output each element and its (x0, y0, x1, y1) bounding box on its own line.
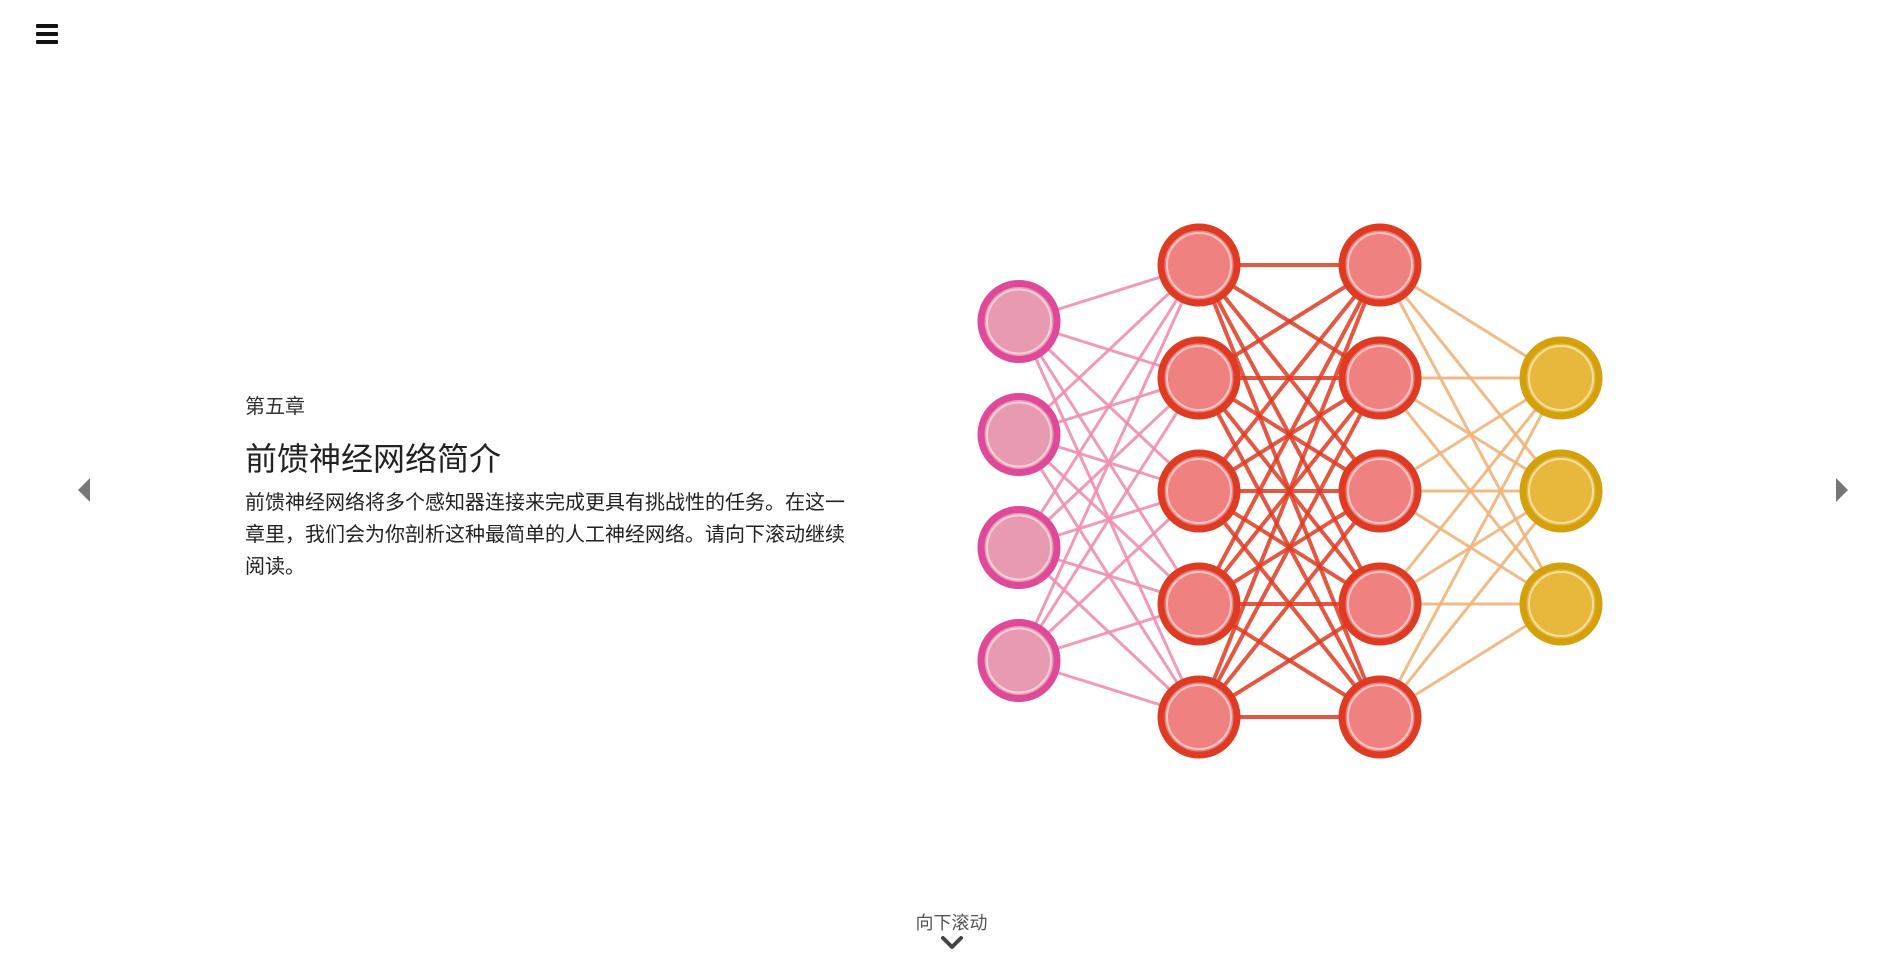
node-inner-ring (1166, 684, 1232, 750)
chapter-description: 前馈神经网络将多个感知器连接来完成更具有挑战性的任务。在这一章里，我们会为你剖析… (245, 490, 845, 578)
network-edge (1197, 489, 1382, 719)
hidden-node (1157, 449, 1241, 533)
network-edge (1017, 264, 1201, 549)
input-node (977, 280, 1061, 363)
hidden-node (1157, 223, 1241, 307)
hidden-node (1338, 562, 1422, 646)
node-inner-ring (1166, 345, 1232, 411)
network-edge (1197, 377, 1382, 718)
node-inner-ring (1166, 571, 1232, 637)
node-inner-ring (1166, 232, 1232, 298)
next-slide-button[interactable] (1836, 478, 1848, 502)
hidden-node (1157, 562, 1241, 646)
hidden-node (1338, 336, 1422, 420)
hidden-node (1338, 449, 1422, 533)
node-inner-ring (986, 514, 1052, 581)
hidden-node (1157, 675, 1241, 759)
chapter-intro: 第五章 前馈神经网络简介 前馈神经网络将多个感知器连接来完成更具有挑战性的任务。… (245, 392, 865, 582)
scroll-down-label: 向下滚动 (915, 913, 988, 934)
hidden-node (1338, 223, 1422, 307)
node-inner-ring (1528, 345, 1594, 411)
network-edge (1017, 377, 1201, 662)
node-inner-ring (986, 401, 1052, 468)
chapter-label: 第五章 (245, 394, 305, 418)
network-edge (1197, 263, 1382, 493)
hamburger-menu-icon (36, 24, 58, 28)
node-inner-ring (1166, 458, 1232, 524)
network-edge (1378, 490, 1563, 718)
chevron-down-icon (940, 936, 963, 949)
output-node (1519, 449, 1603, 533)
output-node (1519, 562, 1603, 646)
hamburger-menu-icon-bar (36, 32, 58, 36)
input-node (977, 619, 1061, 702)
node-inner-ring (1347, 458, 1413, 524)
node-inner-ring (986, 288, 1052, 355)
hidden-node (1157, 336, 1241, 420)
hidden-node (1338, 675, 1422, 759)
input-node (977, 506, 1061, 589)
input-node (977, 393, 1061, 476)
node-inner-ring (986, 627, 1052, 694)
node-inner-ring (1347, 232, 1413, 298)
network-edges (1017, 263, 1563, 719)
network-edge (1378, 377, 1563, 718)
node-inner-ring (1347, 571, 1413, 637)
node-inner-ring (1528, 571, 1594, 637)
network-edge (1017, 264, 1201, 662)
menu-button[interactable] (36, 24, 58, 44)
network-nodes (977, 223, 1603, 759)
prev-slide-button[interactable] (78, 478, 90, 502)
output-node (1519, 336, 1603, 420)
network-edge (1378, 377, 1563, 605)
network-edge (1197, 264, 1382, 605)
page-title: 前馈神经网络简介 (245, 440, 502, 478)
node-inner-ring (1528, 458, 1594, 524)
node-inner-ring (1347, 684, 1413, 750)
hamburger-menu-icon-bar (36, 40, 58, 44)
network-edge (1197, 264, 1382, 718)
scroll-down-hint[interactable]: 向下滚动 (0, 912, 1903, 950)
node-inner-ring (1347, 345, 1413, 411)
